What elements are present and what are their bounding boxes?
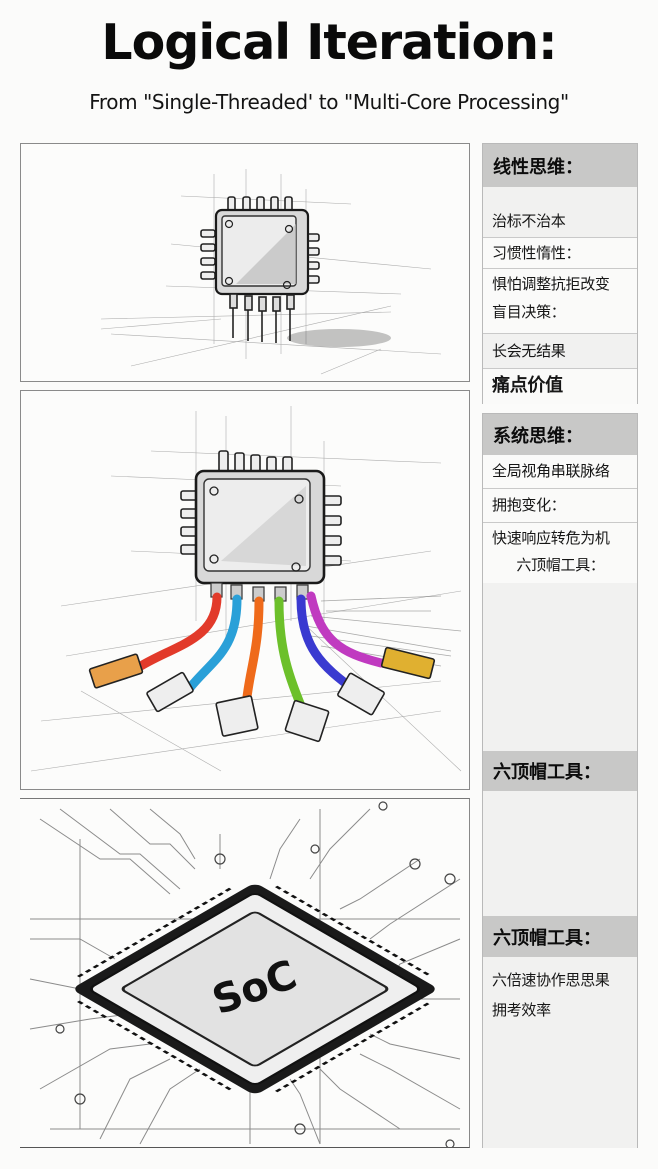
system-row-2: 拥抱变化： — [483, 489, 637, 523]
linear-row-3-line-1: 惧怕调整抗拒改变 — [492, 275, 610, 293]
linear-row-1: 治标不治本 — [483, 187, 637, 238]
linear-thinking-card: 线性思维： 治标不治本 习惯性惰性： 惧怕调整抗拒改变 盲目决策： 长会无结果 … — [482, 143, 638, 404]
linear-row-4: 长会无结果 — [483, 334, 637, 369]
system-thinking-card: 系统思维： 全局视角串联脉络 拥抱变化： 快速响应转危为机 六顶帽工具： 六顶帽… — [482, 413, 638, 1148]
linear-row-3: 惧怕调整抗拒改变 盲目决策： — [483, 269, 637, 334]
panel-single-threaded — [20, 143, 470, 382]
pain-point-value: 痛点价值 — [483, 369, 637, 404]
system-thinking-header: 系统思维： — [483, 414, 637, 455]
empty-area-2 — [483, 791, 637, 916]
six-hats-header-2: 六顶帽工具： — [483, 916, 637, 957]
system-row-1: 全局视角串联脉络 — [483, 455, 637, 489]
six-hats-line-2: 拥考效率 — [492, 1001, 551, 1019]
system-row-3: 快速响应转危为机 六顶帽工具： — [483, 523, 637, 583]
multi-cable-chip-illustration — [30, 406, 462, 772]
six-hats-line-1: 六倍速协作思思果 — [492, 971, 610, 989]
system-row-3-line-2: 六顶帽工具： — [516, 556, 605, 574]
six-hats-body: 六倍速协作思思果 拥考效率 — [483, 957, 637, 1148]
linear-thinking-header: 线性思维： — [483, 144, 637, 187]
empty-area-1 — [483, 583, 637, 751]
panel-multi-connection — [20, 390, 470, 790]
six-hats-header-1: 六顶帽工具： — [483, 751, 637, 791]
single-chip-illustration — [100, 169, 442, 375]
soc-chip-illustration: SoC — [29, 801, 461, 1147]
page-title: Logical Iteration: — [101, 14, 557, 71]
panel-soc: SoC — [20, 798, 470, 1148]
linear-row-3-line-2: 盲目决策： — [492, 303, 566, 321]
page-subtitle: From "Single-Threaded' to "Multi-Core Pr… — [89, 90, 569, 114]
system-row-3-line-1: 快速响应转危为机 — [492, 529, 610, 547]
linear-row-2: 习惯性惰性： — [483, 238, 637, 269]
